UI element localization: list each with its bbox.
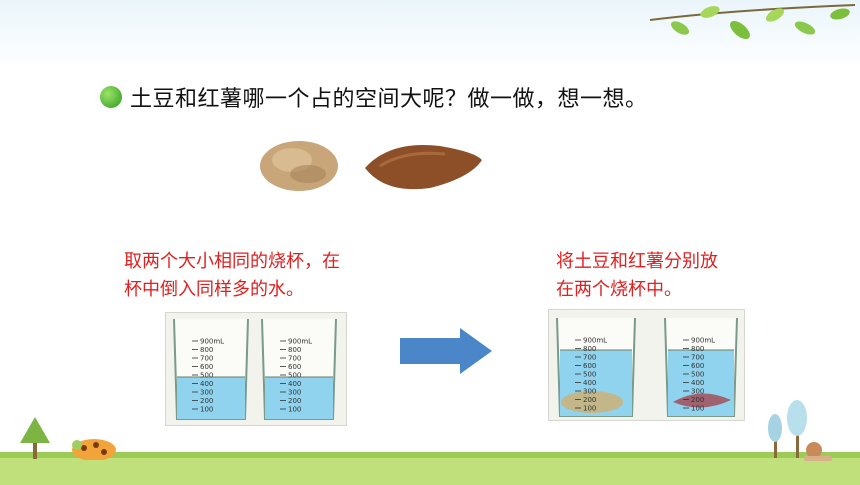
water-fill — [177, 377, 245, 419]
beaker-tick-label: 700 — [583, 354, 596, 362]
beaker-tick-label: 400 — [288, 380, 301, 388]
beaker-tick-label: 400 — [583, 379, 596, 387]
ladybug-icon — [72, 439, 116, 460]
beaker-tick-label: 800 — [691, 345, 704, 353]
potato-in-water — [561, 391, 623, 413]
beaker-tick-label: 200 — [200, 397, 213, 405]
beaker-tick-label: 500 — [583, 371, 596, 379]
potato-image — [260, 141, 338, 191]
beaker-tick-label: 800 — [200, 346, 213, 354]
beaker-tick-label: 300 — [583, 388, 596, 396]
beaker-tick-label: 300 — [288, 389, 301, 397]
trees-right-icon — [768, 400, 807, 458]
beaker-tick-label: 600 — [288, 363, 301, 371]
grass-strip — [0, 452, 860, 460]
beaker-tick-label: 400 — [200, 380, 213, 388]
beaker-tick-label: 400 — [691, 379, 704, 387]
beaker-tick-label: 100 — [288, 406, 301, 414]
beaker-tick-label: 800 — [288, 346, 301, 354]
beaker-tick-label: 200 — [288, 397, 301, 405]
water-fill — [265, 377, 333, 419]
leaves-decoration-icon — [649, 4, 856, 39]
beaker-tick-label: 500 — [200, 372, 213, 380]
beaker-tick-label: 100 — [200, 406, 213, 414]
left-caption: 取两个大小相同的烧杯，在 杯中倒入同样多的水。 — [124, 248, 340, 304]
right-arrow-icon — [400, 328, 492, 374]
title-row: 土豆和红薯哪一个占的空间大呢？做一做，想一想。 — [100, 82, 648, 112]
sweet-potato-image — [365, 144, 482, 190]
beaker-tick-label: 500 — [288, 372, 301, 380]
beaker-tick-label: 100 — [691, 405, 704, 413]
right-caption-line1: 将土豆和红薯分别放 — [556, 251, 718, 272]
snail-icon — [804, 442, 832, 461]
beaker-tick-label: 100 — [583, 405, 596, 413]
bullet-icon — [100, 86, 122, 108]
tree-left-icon — [20, 417, 50, 459]
beaker-tick-label: 700 — [288, 355, 301, 363]
beaker-tick-label: 800 — [583, 345, 596, 353]
right-caption-line2: 在两个烧杯中。 — [556, 279, 682, 300]
beaker-tick-label: 600 — [200, 363, 213, 371]
beaker-tick-label: 200 — [691, 396, 704, 404]
beaker-tick-label: 900mL — [691, 337, 715, 345]
beaker-tick-label: 500 — [691, 371, 704, 379]
beaker-tick-label: 700 — [200, 355, 213, 363]
sweet-potato-in-water — [673, 393, 731, 408]
beaker-tick-label: 600 — [691, 362, 704, 370]
ground — [0, 458, 860, 485]
beaker-tick-label: 900mL — [583, 337, 607, 345]
beaker-tick-label: 200 — [583, 396, 596, 404]
page-title: 土豆和红薯哪一个占的空间大呢？做一做，想一想。 — [130, 87, 648, 112]
beaker-tick-label: 700 — [691, 354, 704, 362]
left-caption-line1: 取两个大小相同的烧杯，在 — [124, 251, 340, 272]
beaker-tick-label: 600 — [583, 362, 596, 370]
beaker-tick-label: 900mL — [288, 338, 312, 346]
beaker-tick-label: 300 — [691, 388, 704, 396]
right-caption: 将土豆和红薯分别放 在两个烧杯中。 — [556, 248, 718, 304]
beaker-tick-label: 900mL — [200, 338, 224, 346]
left-caption-line2: 杯中倒入同样多的水。 — [124, 279, 304, 300]
beaker-tick-label: 300 — [200, 389, 213, 397]
